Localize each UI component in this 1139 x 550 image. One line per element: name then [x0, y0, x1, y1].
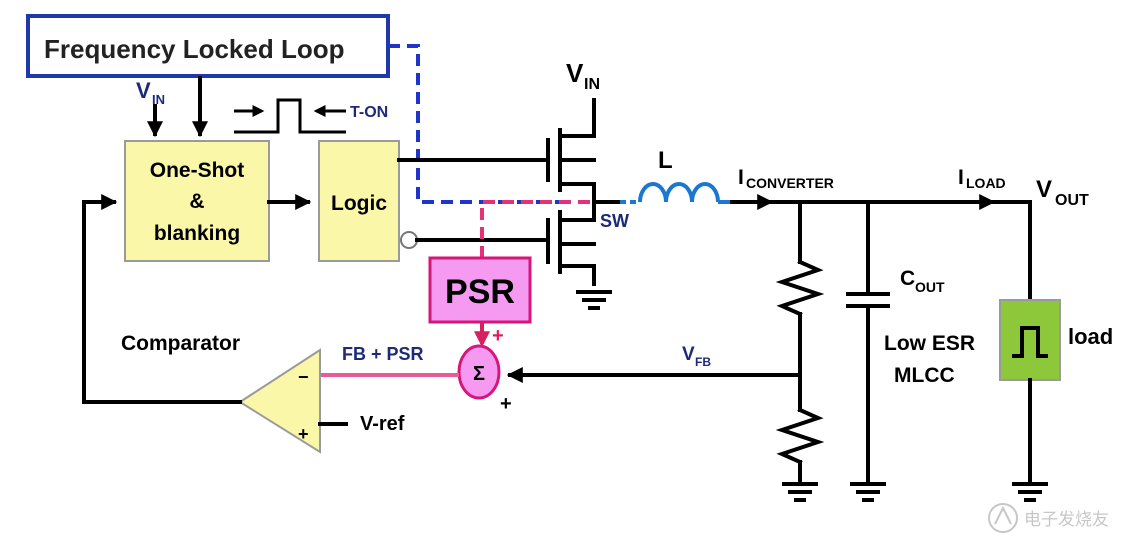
watermark-text: 电子发烧友 [1024, 510, 1109, 530]
fll-dashed-line [388, 44, 560, 204]
resistor-divider [775, 200, 825, 502]
svg-text:IN: IN [152, 92, 165, 107]
psr-plus-label: + [492, 325, 504, 347]
inverter-bubble [400, 231, 418, 249]
t-on-label: T-ON [350, 104, 388, 121]
svg-text:V: V [136, 78, 151, 103]
svg-text:FB: FB [695, 355, 711, 369]
svg-text:I: I [958, 166, 964, 189]
svg-text:V: V [1036, 176, 1052, 203]
i-load-label: I LOAD [958, 166, 1006, 191]
v-out-label: V OUT [1036, 176, 1089, 209]
comparator: − + [238, 348, 321, 454]
fll-label: Frequency Locked Loop [44, 34, 345, 64]
psr-dashed-line [480, 200, 590, 258]
fb-psr-label: FB + PSR [342, 344, 424, 364]
vref-label: V-ref [360, 413, 405, 435]
low-side-mosfet [546, 200, 612, 310]
inductor-label: L [658, 147, 673, 174]
svg-text:IN: IN [584, 76, 600, 93]
svg-text:Logic: Logic [331, 192, 387, 215]
vfb-label: V FB [682, 344, 711, 369]
svg-text:blanking: blanking [154, 222, 240, 245]
sum-plus-label: + [500, 393, 512, 415]
svg-text:V: V [682, 344, 695, 365]
inductor: L [620, 147, 732, 204]
fll-block: Frequency Locked Loop [26, 14, 390, 78]
watermark-logo: 电子发烧友 [988, 503, 1109, 533]
svg-text:V: V [566, 58, 584, 88]
svg-text:+: + [298, 424, 309, 444]
svg-text:LOAD: LOAD [966, 175, 1006, 191]
output-capacitor [846, 200, 890, 502]
svg-text:OUT: OUT [915, 279, 945, 295]
svg-text:&: & [189, 190, 204, 213]
one-shot-block: One-Shot & blanking [124, 140, 270, 262]
svg-text:PSR: PSR [445, 273, 515, 311]
t-on-pulse: T-ON [234, 98, 388, 134]
high-side-mosfet [546, 98, 596, 204]
svg-text:−: − [298, 367, 309, 387]
vin-top-label: V IN [566, 58, 600, 93]
vin-left-label: V IN [136, 78, 165, 107]
low-esr-label: Low ESR [884, 332, 975, 355]
psr-block: PSR [428, 256, 532, 324]
c-out-label: C OUT [900, 267, 945, 295]
i-converter-label: I CONVERTER [738, 166, 834, 191]
svg-text:One-Shot: One-Shot [150, 159, 245, 182]
load-block [999, 200, 1061, 502]
svg-text:CONVERTER: CONVERTER [746, 175, 834, 191]
svg-text:OUT: OUT [1055, 192, 1089, 209]
logic-block: Logic [318, 140, 400, 262]
svg-text:I: I [738, 166, 744, 189]
svg-text:Σ: Σ [473, 363, 485, 385]
svg-text:C: C [900, 267, 915, 290]
sw-label: SW [600, 211, 629, 231]
summing-junction: Σ [457, 344, 501, 400]
load-label: load [1068, 324, 1113, 349]
comparator-label: Comparator [121, 332, 240, 355]
mlcc-label: MLCC [894, 364, 955, 387]
